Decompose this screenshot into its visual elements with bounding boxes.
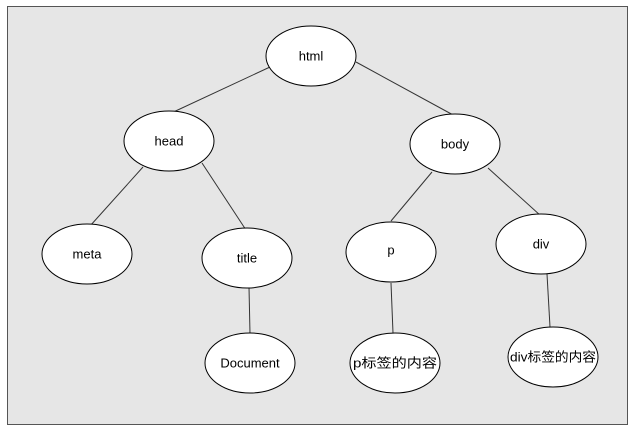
node-p-content-shape [349, 332, 441, 394]
node-div-label: div [533, 236, 550, 251]
node-body-shape [409, 113, 501, 175]
node-div-content: div标签的内容 [507, 326, 599, 388]
node-title-shape [201, 227, 293, 289]
node-p-content: p标签的内容 [349, 332, 441, 394]
node-title-label: title [237, 250, 257, 265]
edge-body-div [487, 167, 542, 217]
node-document-shape [204, 332, 296, 394]
node-p: p [345, 221, 437, 283]
edge-head-title [201, 162, 247, 231]
node-meta-label: meta [73, 246, 103, 261]
node-p-shape [345, 221, 437, 283]
node-div-shape [495, 213, 587, 275]
edge-html-head [166, 66, 271, 116]
node-div-content-label: div标签的内容 [510, 349, 596, 364]
node-div: div [495, 213, 587, 275]
node-head-label: head [155, 133, 184, 148]
node-div-content-shape [507, 326, 599, 388]
edge-head-meta [89, 166, 144, 227]
edge-div-content [546, 273, 551, 328]
node-document-label: Document [220, 355, 280, 370]
edge-html-body [355, 61, 456, 117]
edge-title-document [248, 286, 251, 335]
node-document: Document [204, 332, 296, 394]
node-meta-shape [41, 223, 133, 285]
node-html: html [265, 25, 357, 87]
node-meta: meta [41, 223, 133, 285]
edge-body-p [390, 171, 433, 222]
node-p-label: p [387, 242, 394, 257]
node-title: title [201, 227, 293, 289]
edge-p-content [390, 282, 394, 334]
node-html-label: html [299, 48, 324, 63]
node-head: head [123, 110, 215, 172]
node-body: body [409, 113, 501, 175]
node-p-content-label: p标签的内容 [353, 355, 437, 370]
node-head-shape [123, 110, 215, 172]
node-html-shape [265, 25, 357, 87]
edges [89, 61, 551, 335]
node-body-label: body [441, 136, 470, 151]
